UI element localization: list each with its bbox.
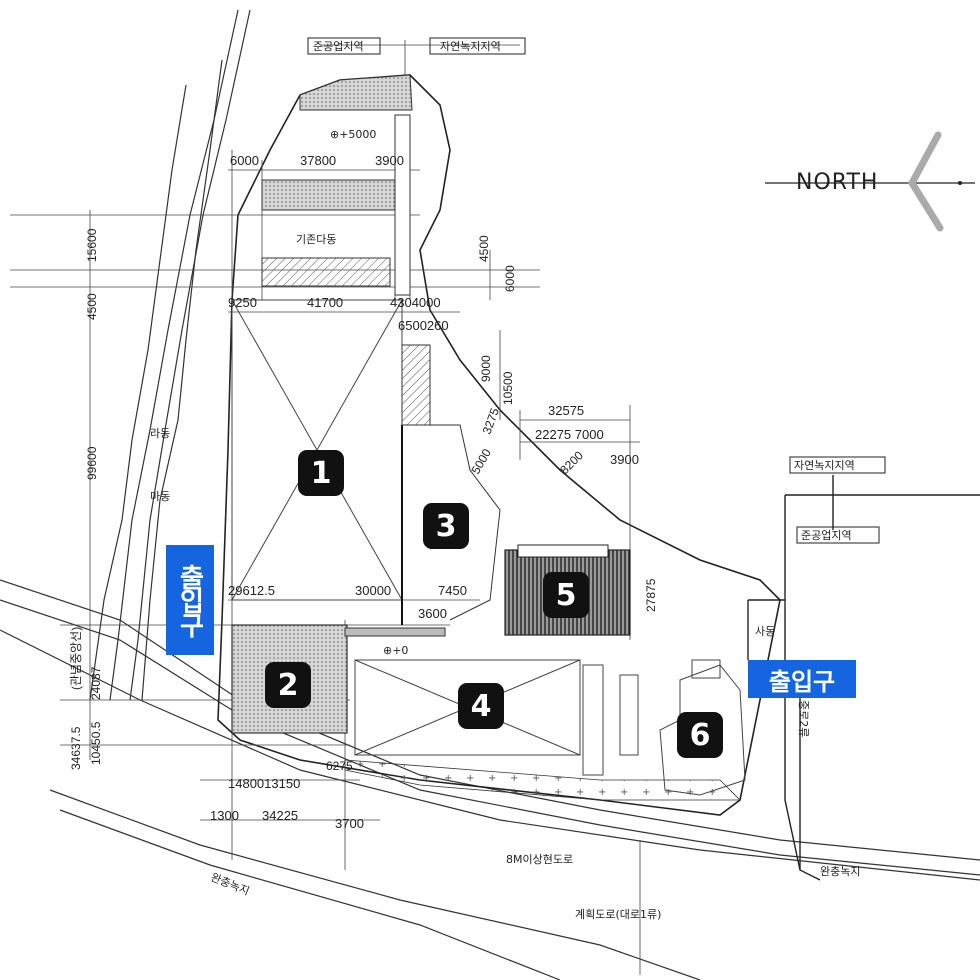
dim-6000: 6000: [230, 153, 259, 168]
dim-v-9000: 9000: [479, 355, 493, 382]
dim-v-34637: 34637.5: [69, 726, 83, 770]
zone-markers: [307, 37, 886, 544]
building-2-badge[interactable]: 2: [265, 662, 311, 708]
dim-41700: 41700: [307, 295, 343, 310]
dim-v-3275: 3275: [480, 406, 502, 436]
dim-v-4500b: 4500: [477, 235, 491, 262]
dim-1480013150: 1480013150: [228, 776, 300, 791]
building-3-badge[interactable]: 3: [423, 503, 469, 549]
north-label: NORTH: [796, 170, 879, 195]
dim-v-10500: 10500: [501, 371, 515, 405]
building-2-outline: [231, 624, 446, 734]
dim-34225: 34225: [262, 808, 298, 823]
east-entrance-label[interactable]: 출입구: [748, 660, 856, 698]
dim-32575: 32575: [548, 403, 584, 418]
dim-v-10450: 10450.5: [89, 721, 103, 765]
east-zone-boundary: [747, 475, 980, 881]
buffer-planting: [344, 759, 741, 801]
dim-22275-7000: 22275 7000: [535, 427, 604, 442]
zone-label-top-right: 자연녹지지역: [440, 40, 501, 53]
label-existing-building: 기존다동: [296, 233, 336, 246]
dim-27875: 27875: [644, 578, 658, 612]
building-6-badge[interactable]: 6: [677, 712, 723, 758]
dim-v-4500: 4500: [85, 293, 99, 320]
label-sa-dong: 사동: [755, 625, 775, 638]
building-4-badge[interactable]: 4: [458, 683, 504, 729]
dim-v-provisional: (관념중앙선): [69, 627, 83, 690]
west-entrance-label[interactable]: 출입구: [166, 545, 214, 655]
label-joong-road: 중로2류: [797, 700, 810, 737]
building-5-badge[interactable]: 5: [543, 572, 589, 618]
label-road-8m: 8M이상현도로: [506, 853, 573, 866]
zone-label-right-top: 자연녹지지역: [794, 459, 855, 472]
dim-9250: 9250: [228, 295, 257, 310]
dim-v-8200: 8200: [557, 448, 586, 477]
building-3-outline: [401, 344, 501, 625]
zone-label-right-bottom: 준공업지역: [801, 529, 852, 542]
dim-7450: 7450: [438, 583, 467, 598]
label-planned-road: 계획도로(대로1류): [575, 908, 661, 921]
dim-v-99600: 99600: [85, 446, 99, 480]
dim-v-15600: 15600: [85, 228, 99, 262]
dim-3700: 3700: [335, 816, 364, 831]
dim-6275: 6275: [326, 759, 353, 773]
dim-v-24087: 24087: [89, 666, 103, 700]
label-ma-dong: 마동: [150, 490, 170, 503]
dim-30000: 30000: [355, 583, 391, 598]
existing-building: [261, 74, 413, 296]
dim-v-6000: 6000: [503, 265, 517, 292]
dim-3900a: 3900: [375, 153, 404, 168]
dim-29612: 29612.5: [228, 583, 275, 598]
dim-4304000: 4304000: [390, 295, 441, 310]
label-green-right: 완충녹지: [820, 865, 860, 878]
dim-1300: 1300: [210, 808, 239, 823]
building-1-badge[interactable]: 1: [298, 450, 344, 496]
label-level-5000: ⊕+5000: [330, 128, 376, 141]
label-ra-dong: 라동: [150, 427, 170, 440]
dim-3600: 3600: [418, 606, 447, 621]
dim-37800: 37800: [300, 153, 336, 168]
label-level-0: ⊕+0: [383, 644, 408, 657]
dim-v-5000: 5000: [468, 446, 494, 476]
zone-label-top-left: 준공업지역: [313, 40, 364, 53]
dim-6500260: 6500260: [398, 318, 449, 333]
north-arrow-icon: [765, 131, 975, 232]
dim-3900b: 3900: [610, 452, 639, 467]
